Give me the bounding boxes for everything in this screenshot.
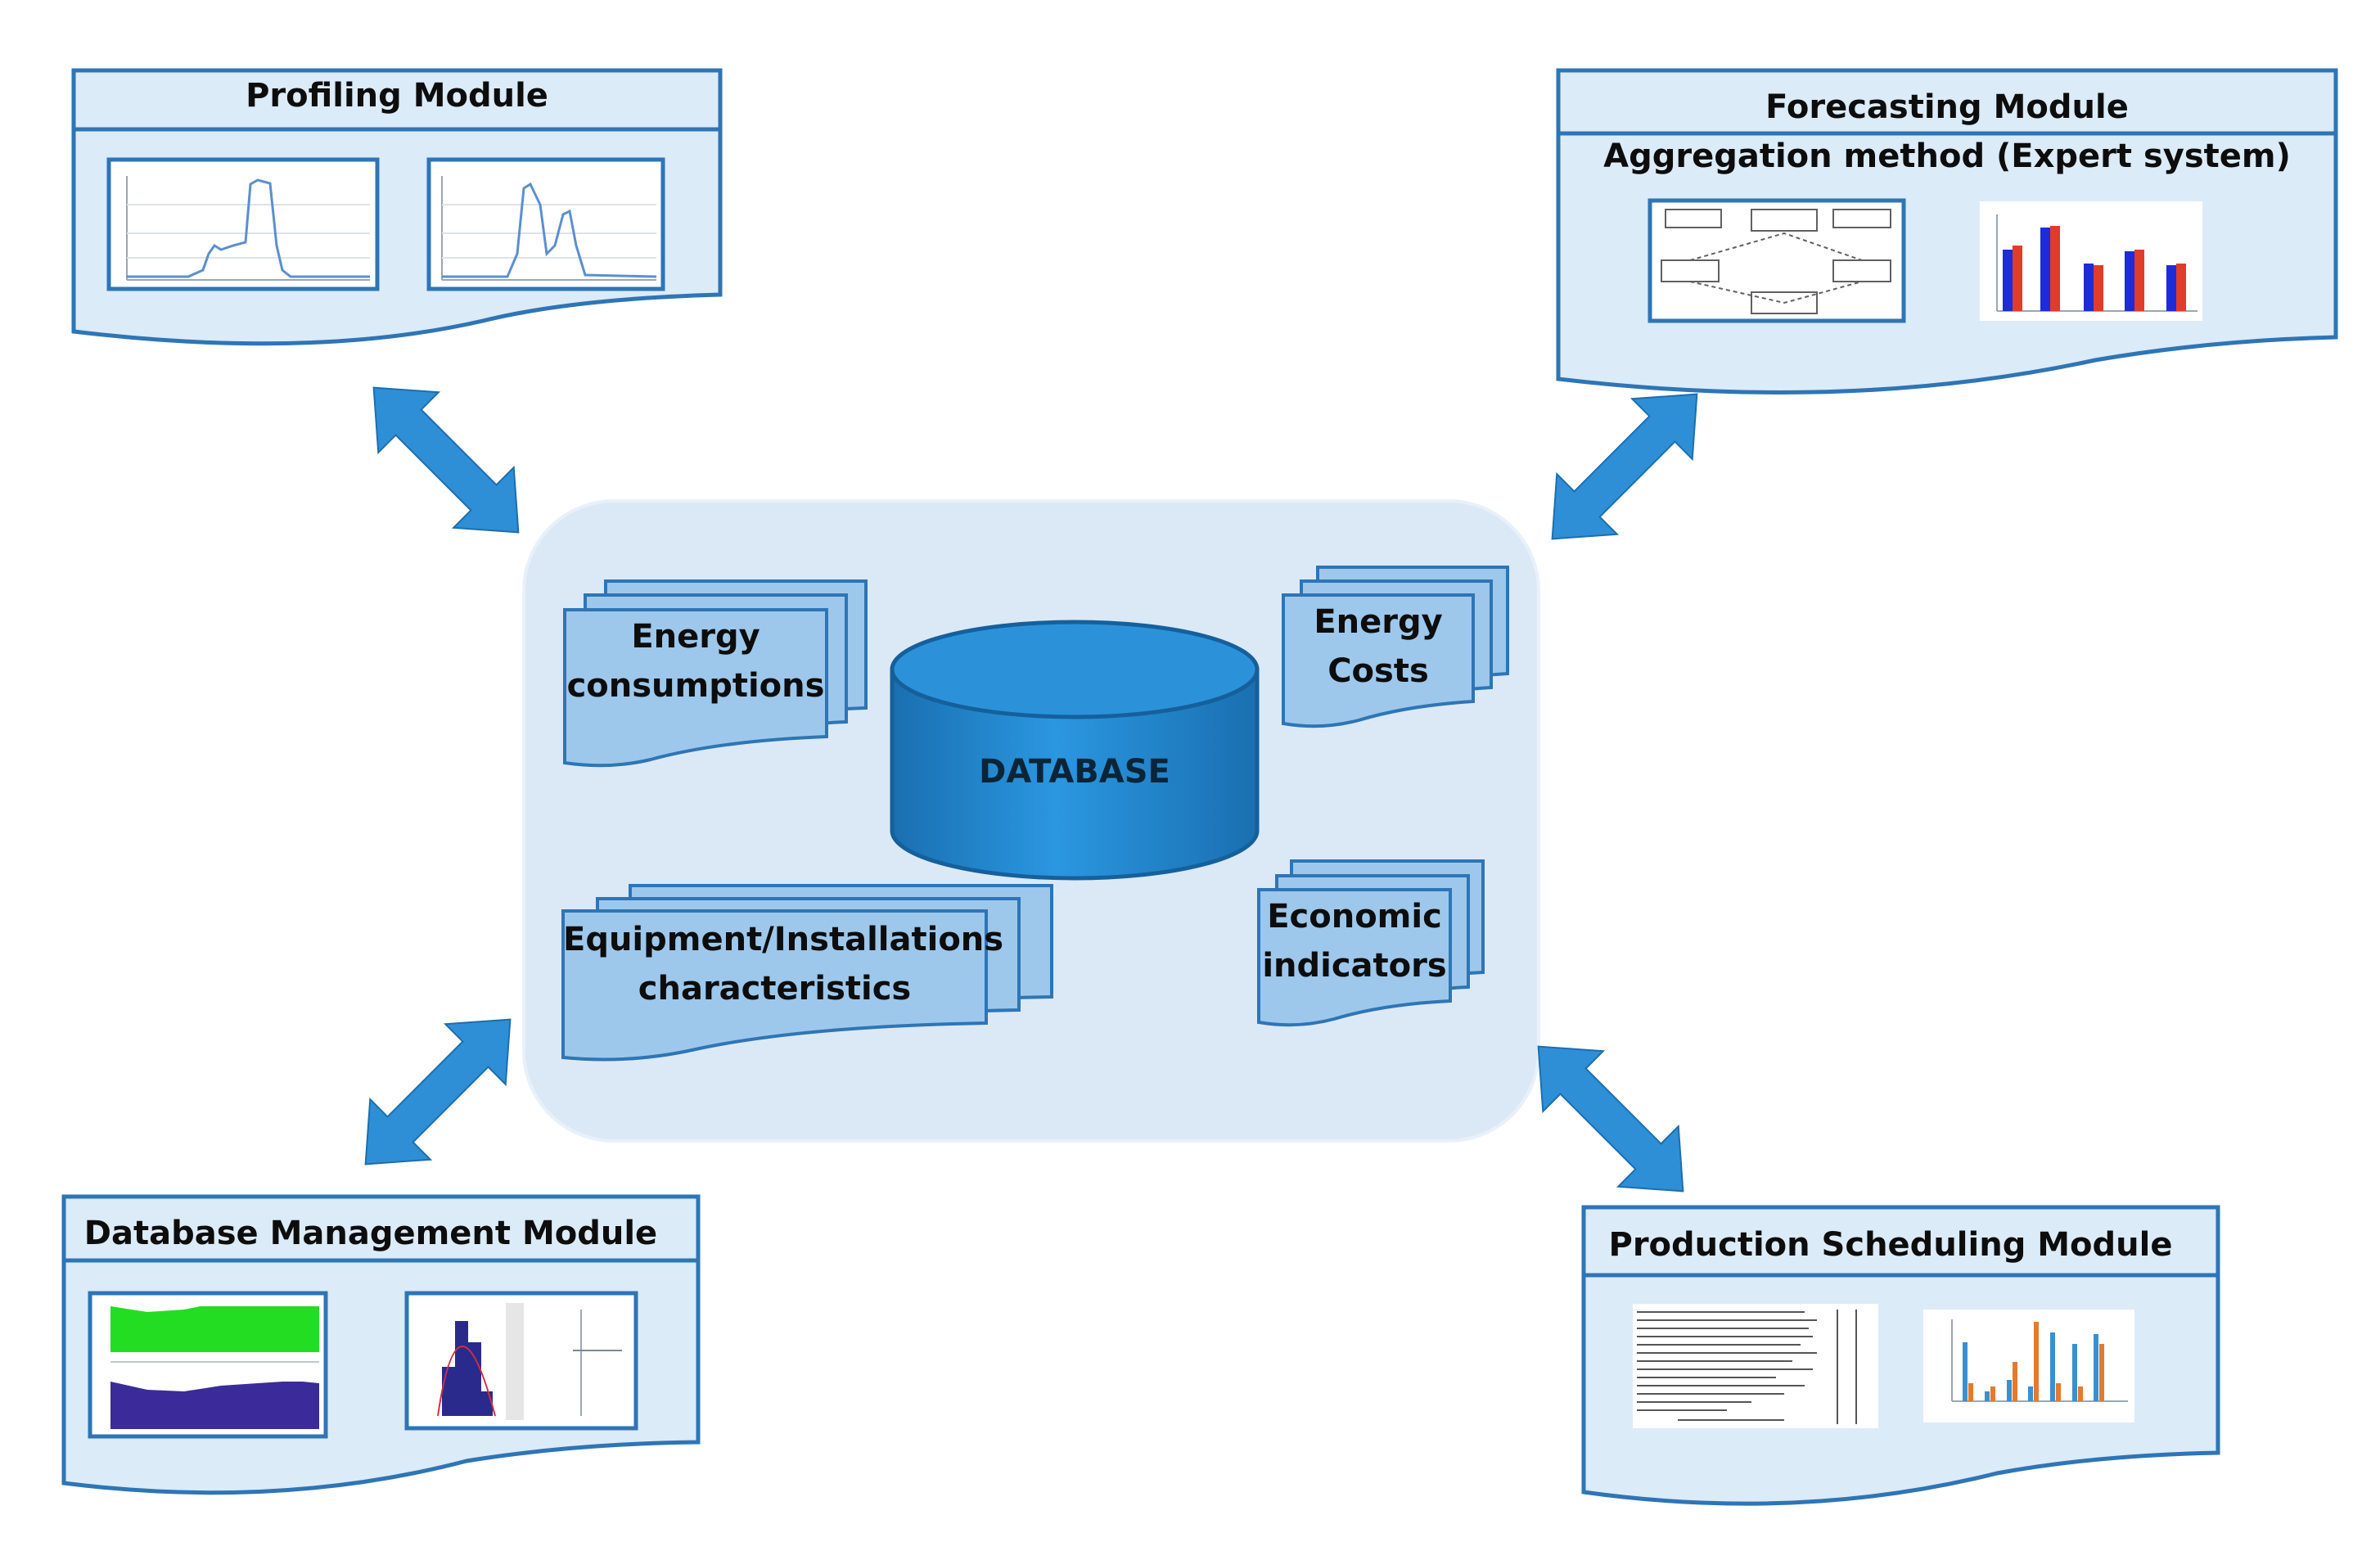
doc-energy-costs: [1282, 566, 1509, 728]
doc-equipment-line-2: characteristics: [638, 970, 912, 1008]
database-management-module-panel: [61, 1194, 701, 1495]
doc-economic-line-1: Economic: [1267, 898, 1442, 936]
forecast-bar-chart-thumbnail: [1980, 201, 2202, 321]
doc-equipment-installations: [561, 884, 1053, 1062]
profile-chart-thumbnail-2: [426, 157, 665, 291]
profile-chart-thumbnail-1: [106, 157, 380, 291]
doc-energy-costs-label: Energy Costs: [1283, 597, 1473, 696]
production-scheduling-module-title: Production Scheduling Module: [1608, 1226, 2173, 1264]
schedule-table-thumbnail: [1633, 1304, 1878, 1428]
doc-energy-consumptions: [563, 579, 868, 768]
forecasting-module-panel: [1556, 68, 2338, 395]
forecasting-module-subtitle: Aggregation method (Expert system): [1603, 138, 2291, 175]
profiling-module-panel: [71, 68, 723, 346]
db-quality-chart-thumbnail: [88, 1291, 328, 1439]
double-arrow-forecasting-icon: [1551, 393, 1698, 540]
database-cylinder-icon: [890, 620, 1260, 881]
doc-economic-indicators: [1257, 859, 1485, 1027]
database-label: DATABASE: [979, 753, 1170, 791]
doc-energy-consumptions-line-1: Energy: [631, 618, 760, 656]
doc-equipment-line-1: Equipment/Installations: [563, 921, 1004, 958]
schedule-bar-chart-thumbnail: [1923, 1310, 2134, 1423]
doc-energy-costs-line-2: Costs: [1327, 652, 1429, 690]
db-histogram-thumbnail: [404, 1291, 638, 1431]
double-arrow-db-management-icon: [364, 1018, 512, 1166]
doc-energy-consumptions-label: Energy consumptions: [565, 612, 827, 710]
doc-equipment-installations-label: Equipment/Installations characteristics: [563, 915, 1004, 1013]
database-management-module-title: Database Management Module: [83, 1215, 658, 1252]
forecasting-module-title: Forecasting Module: [1765, 88, 2129, 126]
doc-economic-line-2: indicators: [1262, 947, 1447, 985]
arrows: [364, 386, 1698, 1193]
doc-economic-indicators-label: Economic indicators: [1259, 892, 1450, 990]
double-arrow-production-icon: [1537, 1045, 1684, 1193]
double-arrow-profiling-icon: [372, 386, 520, 534]
doc-energy-consumptions-line-2: consumptions: [566, 667, 825, 705]
production-scheduling-module-panel: [1581, 1205, 2220, 1506]
profiling-module-title: Profiling Module: [246, 77, 548, 115]
doc-energy-costs-line-1: Energy: [1314, 603, 1443, 641]
expert-system-flow-thumbnail: [1648, 198, 1906, 323]
